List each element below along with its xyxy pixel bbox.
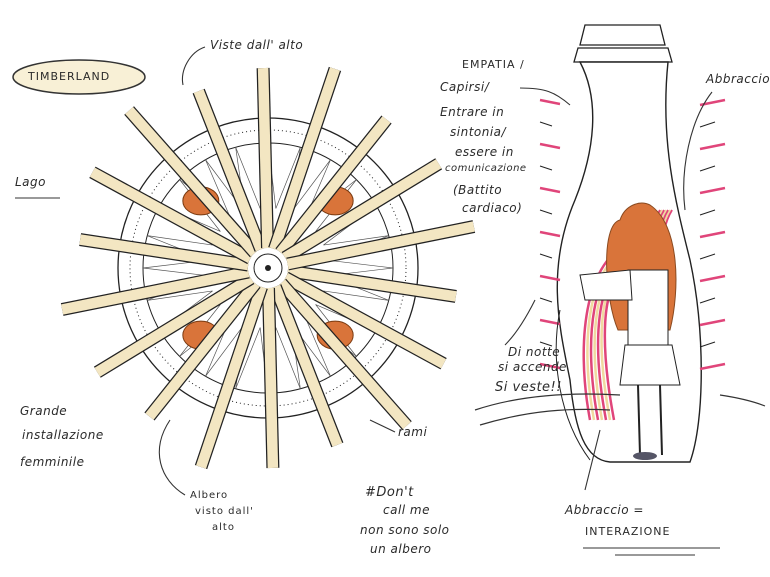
note-night-2: si accende bbox=[498, 360, 567, 374]
note-installation-3: femminile bbox=[20, 455, 85, 469]
wood-stick bbox=[193, 89, 266, 252]
wood-stick bbox=[263, 287, 279, 469]
tree-top-view-wheel bbox=[60, 66, 476, 470]
glow-mark-right bbox=[699, 165, 716, 172]
glow-mark-left bbox=[539, 318, 561, 326]
note-empathy-7: (Battito bbox=[453, 183, 503, 197]
note-empathy-2: Capirsi/ bbox=[440, 80, 490, 94]
note-not-only-2: un albero bbox=[370, 542, 432, 556]
note-tree-top-3: alto bbox=[212, 522, 235, 533]
glow-mark-left bbox=[539, 230, 561, 238]
note-hug: Abbraccio bbox=[706, 72, 770, 86]
glow-mark-right bbox=[699, 209, 716, 216]
wheel-center bbox=[265, 265, 271, 271]
note-hug-interaction-2: INTERAZIONE bbox=[585, 525, 671, 538]
glow-mark-right bbox=[699, 186, 726, 195]
wood-stick bbox=[286, 265, 457, 302]
wood-stick bbox=[89, 167, 253, 264]
note-empathy-1: EMPATIA / bbox=[462, 58, 525, 71]
wood-stick bbox=[286, 221, 475, 270]
glow-mark-left bbox=[539, 274, 561, 282]
glow-mark-left bbox=[539, 165, 553, 171]
glow-mark-right bbox=[699, 253, 716, 260]
wood-stick bbox=[94, 273, 254, 377]
arrows bbox=[15, 46, 720, 556]
wood-stick bbox=[125, 107, 259, 257]
note-empathy-6: comunicazione bbox=[445, 163, 527, 174]
note-night-3: Si veste!! bbox=[495, 380, 562, 395]
note-top-view: Viste dall' alto bbox=[210, 38, 304, 52]
note-empathy-8: cardiaco) bbox=[462, 201, 523, 215]
note-empathy-4: sintonia/ bbox=[450, 125, 507, 139]
glow-mark-right bbox=[699, 121, 716, 128]
note-lake: Lago bbox=[15, 175, 46, 189]
glow-mark-right bbox=[699, 274, 726, 283]
note-tree-top-1: Albero bbox=[190, 490, 229, 501]
note-installation-1: Grande bbox=[20, 404, 68, 418]
glow-mark-left bbox=[539, 121, 553, 127]
glow-mark-left bbox=[539, 98, 561, 106]
glow-mark-left bbox=[539, 297, 553, 303]
note-branches: rami bbox=[398, 425, 428, 439]
note-night-1: Di notte bbox=[508, 345, 561, 359]
note-not-only-1: non sono solo bbox=[360, 523, 450, 537]
wood-stick bbox=[277, 279, 411, 429]
glow-mark-right bbox=[699, 142, 726, 151]
note-tree-top-2: visto dall' bbox=[195, 506, 254, 517]
note-hug-interaction-1: Abbraccio = bbox=[565, 503, 644, 517]
wood-stick bbox=[282, 159, 442, 263]
wood-stick bbox=[257, 67, 273, 249]
wood-stick bbox=[79, 234, 250, 271]
note-installation-2: installazione bbox=[22, 428, 104, 442]
note-empathy-5: essere in bbox=[455, 145, 514, 159]
glow-mark-right bbox=[699, 297, 716, 304]
glow-mark-right bbox=[699, 362, 726, 371]
wood-stick bbox=[276, 116, 391, 256]
glow-marks bbox=[539, 98, 726, 371]
glow-mark-right bbox=[699, 318, 726, 327]
wood-stick bbox=[283, 272, 447, 369]
wood-stick bbox=[196, 285, 267, 469]
wood-stick bbox=[270, 284, 343, 447]
glow-mark-left bbox=[539, 253, 553, 259]
glow-mark-left bbox=[539, 341, 553, 347]
note-empathy-3: Entrare in bbox=[440, 105, 505, 119]
glow-mark-left bbox=[539, 142, 561, 150]
glow-mark-left bbox=[539, 186, 561, 194]
glow-mark-right bbox=[699, 230, 726, 239]
wood-stick bbox=[145, 280, 260, 420]
girl-figure bbox=[579, 202, 681, 460]
wood-stick bbox=[61, 266, 250, 315]
title-badge: TIMBERLAND bbox=[28, 70, 111, 83]
glow-mark-right bbox=[699, 341, 716, 348]
wood-stick bbox=[269, 67, 340, 251]
note-dont-call-2: call me bbox=[383, 503, 431, 517]
glow-mark-left bbox=[539, 209, 553, 215]
note-dont-call-1: #Don't bbox=[365, 485, 414, 500]
title-badge-outline bbox=[12, 59, 146, 95]
